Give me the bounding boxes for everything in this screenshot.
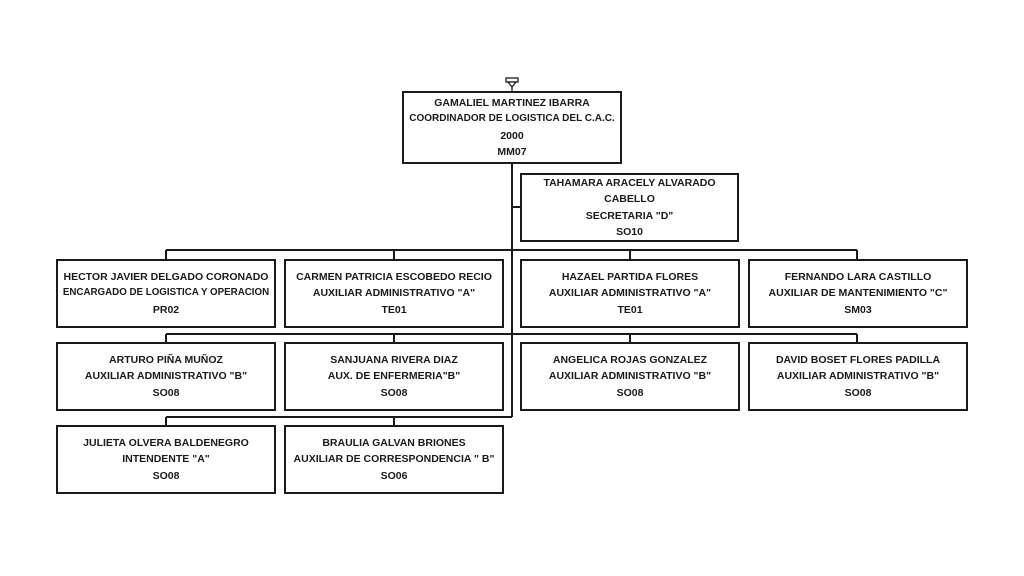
node-code: MM07 [497,146,527,158]
org-node-staff-1: HECTOR JAVIER DELGADO CORONADO ENCARGADO… [56,259,276,328]
node-code: SO08 [380,386,408,399]
connector-icon [505,77,519,91]
node-name: DAVID BOSET FLORES PADILLA [775,353,941,366]
node-title: ENCARGADO DE LOGISTICA Y OPERACION [62,287,270,299]
node-title: AUXILIAR ADMINISTRATIVO "A" [548,287,712,300]
node-name: HECTOR JAVIER DELGADO CORONADO [63,270,269,283]
org-node-staff-10: BRAULIA GALVAN BRIONES AUXILIAR DE CORRE… [284,425,504,494]
node-code: SM03 [844,303,872,316]
node-code: SO08 [844,386,872,399]
node-title: COORDINADOR DE LOGISTICA DEL C.A.C. [409,113,615,124]
node-title: AUXILIAR ADMINISTRATIVO "B" [548,370,712,383]
node-title: AUXILIAR ADMINISTRATIVO "B" [84,370,248,383]
node-name: GAMALIEL MARTINEZ IBARRA [434,96,590,109]
node-code: SO10 [616,226,643,238]
node-number: 2000 [500,129,524,142]
org-node-head: GAMALIEL MARTINEZ IBARRA COORDINADOR DE … [402,91,622,164]
node-title: INTENDENTE "A" [122,453,210,466]
node-title: SECRETARIA "D" [585,209,674,222]
node-code: SO08 [616,386,644,399]
org-node-staff-6: SANJUANA RIVERA DIAZ AUX. DE ENFERMERIA"… [284,342,504,411]
org-node-staff-4: FERNANDO LARA CASTILLO AUXILIAR DE MANTE… [748,259,968,328]
org-node-staff-2: CARMEN PATRICIA ESCOBEDO RECIO AUXILIAR … [284,259,504,328]
node-name-line2: CABELLO [604,193,655,205]
node-code: SO08 [152,386,180,399]
org-node-staff-8: DAVID BOSET FLORES PADILLA AUXILIAR ADMI… [748,342,968,411]
node-name: HAZAEL PARTIDA FLORES [561,270,699,283]
node-code: TE01 [617,303,643,316]
org-node-staff-5: ARTURO PIÑA MUÑOZ AUXILIAR ADMINISTRATIV… [56,342,276,411]
org-node-staff-7: ANGELICA ROJAS GONZALEZ AUXILIAR ADMINIS… [520,342,740,411]
node-name: FERNANDO LARA CASTILLO [784,270,932,283]
node-title: AUXILIAR DE CORRESPONDENCIA " B" [293,453,495,466]
org-node-staff-3: HAZAEL PARTIDA FLORES AUXILIAR ADMINISTR… [520,259,740,328]
node-code: SO08 [152,469,180,482]
org-node-assistant: TAHAMARA ARACELY ALVARADO CABELLO SECRET… [520,173,739,242]
node-name: ARTURO PIÑA MUÑOZ [109,353,223,366]
org-node-staff-9: JULIETA OLVERA BALDENEGRO INTENDENTE "A"… [56,425,276,494]
node-title: AUXILIAR DE MANTENIMIENTO "C" [768,287,948,300]
node-code: PR02 [152,303,180,316]
node-name: SANJUANA RIVERA DIAZ [330,353,458,366]
node-code: TE01 [381,303,407,316]
node-title: AUX. DE ENFERMERIA"B" [327,370,461,383]
node-name-line1: TAHAMARA ARACELY ALVARADO [543,176,716,189]
node-name: JULIETA OLVERA BALDENEGRO [83,436,249,449]
node-code: SO06 [380,469,408,482]
node-name: ANGELICA ROJAS GONZALEZ [552,353,708,366]
node-name: CARMEN PATRICIA ESCOBEDO RECIO [296,270,492,283]
node-title: AUXILIAR ADMINISTRATIVO "B" [776,370,940,383]
node-name: BRAULIA GALVAN BRIONES [322,436,466,449]
node-title: AUXILIAR ADMINISTRATIVO "A" [312,287,476,300]
